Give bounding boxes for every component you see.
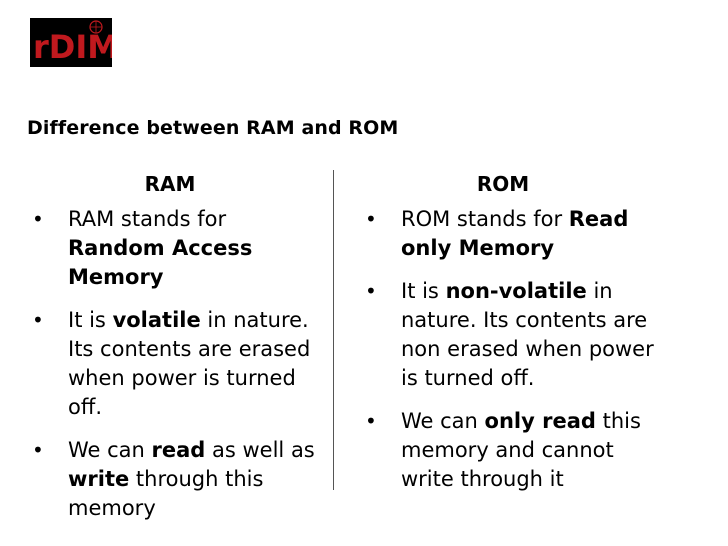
column-heading-rom: ROM [476, 172, 530, 196]
bullet-icon: • [32, 438, 44, 462]
bullet-item: • We can only read this memory and cannot… [365, 407, 665, 494]
bullet-text: ROM stands for [401, 207, 569, 231]
bullet-item: • RAM stands for Random Access Memory [32, 205, 327, 292]
bullet-text: through this memory [68, 467, 264, 520]
bullet-item: • It is non-volatile in nature. Its conte… [365, 277, 665, 393]
bullet-icon: • [32, 207, 44, 231]
column-heading-ram: RAM [144, 172, 196, 196]
bullet-icon: • [365, 409, 377, 433]
bullet-emphasis: Random Access Memory [68, 236, 253, 289]
bullet-text: as well as [205, 438, 315, 462]
bullet-emphasis: Read only Memory [401, 207, 629, 260]
bullet-item: • We can read as well as write through th… [32, 436, 327, 523]
bullet-emphasis: non-volatile [445, 279, 587, 303]
bullet-text: in nature. Its contents are non erased w… [401, 279, 654, 390]
rdim-logo-graphic: rDIM [33, 20, 112, 66]
bullet-item: • It is volatile in nature. Its contents … [32, 306, 327, 422]
ram-bullet-list: • RAM stands for Random Access Memory • It … [32, 205, 327, 537]
rdim-logo-text: rDIM [33, 28, 112, 66]
bullet-icon: • [365, 207, 377, 231]
bullet-text: RAM stands for [68, 207, 227, 231]
bullet-emphasis: read [151, 438, 206, 462]
rdim-logo: rDIM [30, 18, 112, 67]
bullet-text: this memory and cannot write through it [401, 409, 641, 491]
bullet-text: We can [68, 438, 152, 462]
bullet-text: We can [401, 409, 485, 433]
bullet-emphasis: write [68, 467, 130, 491]
bullet-icon: • [32, 308, 44, 332]
slide-title: Difference between RAM and ROM [27, 117, 399, 139]
rom-bullet-list: • ROM stands for Read only Memory • It is n… [365, 205, 665, 508]
column-divider [333, 170, 334, 490]
bullet-text: It is [401, 279, 446, 303]
bullet-item: • ROM stands for Read only Memory [365, 205, 665, 263]
bullet-emphasis: only read [484, 409, 596, 433]
bullet-text: in nature. Its contents are erased when … [68, 308, 311, 419]
bullet-emphasis: volatile [112, 308, 201, 332]
bullet-icon: • [365, 279, 377, 303]
bullet-text: It is [68, 308, 113, 332]
